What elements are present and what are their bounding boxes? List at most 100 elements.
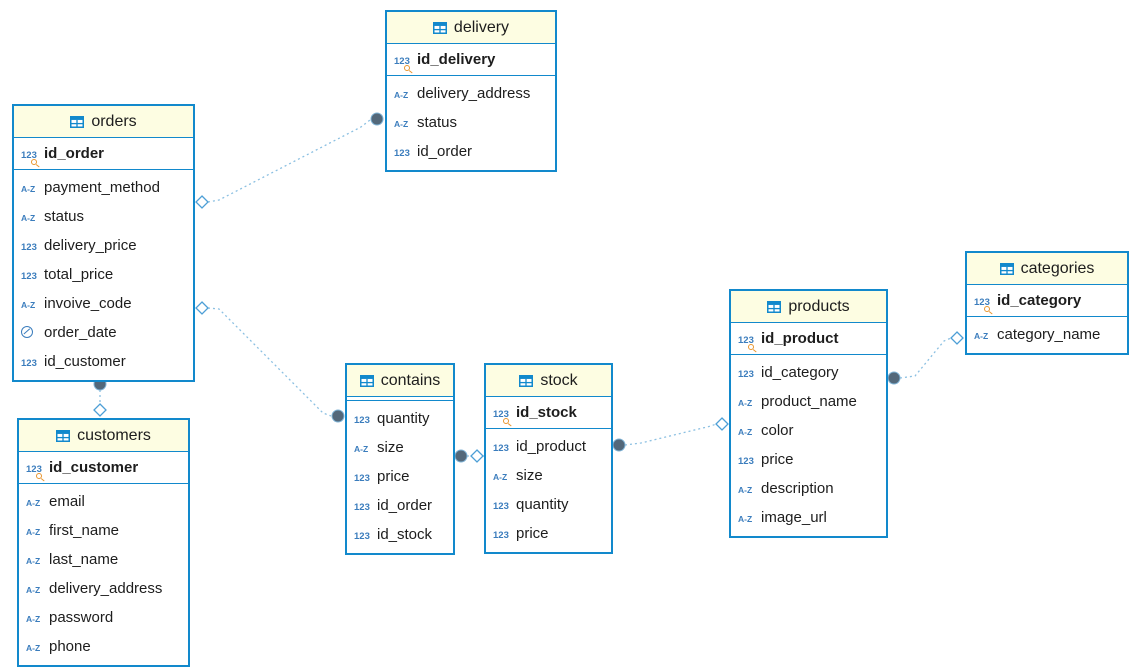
text-type-icon: A-Z [354, 444, 369, 454]
column-name: email [49, 493, 85, 510]
table-title: contains [380, 371, 441, 389]
column-row[interactable]: A-Z phone [19, 632, 188, 661]
table-header-delivery[interactable]: delivery [387, 12, 555, 44]
column-name: price [516, 525, 549, 542]
numeric-type-icon: 123 [21, 271, 37, 282]
column-row[interactable]: 123 quantity [347, 404, 453, 433]
relationship-orders-contains[interactable] [195, 301, 345, 423]
text-type-icon: A-Z [21, 300, 36, 310]
table-title: customers [77, 426, 151, 444]
relationship-orders-delivery[interactable] [195, 112, 384, 209]
column-row[interactable]: 123 id_category [967, 287, 1127, 314]
column-row[interactable]: A-Z status [387, 108, 555, 137]
column-row[interactable]: A-Z delivery_address [387, 79, 555, 108]
table-categories[interactable]: categories 123 id_category A-Z category_… [965, 251, 1129, 355]
numeric-type-icon: 123 [493, 443, 509, 454]
table-delivery[interactable]: delivery 123 id_delivery A-Z delivery_ad… [385, 10, 557, 172]
one-end-diamond-icon [195, 301, 209, 315]
primary-key-icon [404, 65, 410, 71]
numeric-type-icon: 123 [354, 415, 370, 426]
table-stock[interactable]: stock 123 id_stock 123 id_product A-Z si… [484, 363, 613, 554]
column-row[interactable]: 123 quantity [486, 490, 611, 519]
column-row[interactable]: order_date [14, 318, 193, 347]
text-type-icon: A-Z [394, 90, 409, 100]
table-title: orders [91, 112, 137, 130]
column-row[interactable]: A-Z status [14, 202, 193, 231]
one-end-diamond-icon [950, 331, 964, 345]
column-row[interactable]: A-Z category_name [967, 320, 1127, 349]
column-row[interactable]: 123 delivery_price [14, 231, 193, 260]
column-name: delivery_price [44, 237, 137, 254]
column-row[interactable]: 123 id_order [14, 140, 193, 167]
relationship-stock-products[interactable] [612, 417, 729, 452]
column-row[interactable]: A-Z size [347, 433, 453, 462]
table-contains[interactable]: contains 123 quantity A-Z size 123 price… [345, 363, 455, 555]
numeric-type-icon: 123 [21, 242, 37, 253]
column-row[interactable]: A-Z password [19, 603, 188, 632]
column-row[interactable]: 123 id_product [486, 432, 611, 461]
relationship-products-categories[interactable] [887, 331, 964, 385]
many-end-circle-icon [612, 438, 626, 452]
column-row[interactable]: 123 id_customer [14, 347, 193, 376]
column-row[interactable]: A-Z image_url [731, 503, 886, 532]
column-row[interactable]: 123 price [347, 462, 453, 491]
table-header-categories[interactable]: categories [967, 253, 1127, 285]
column-row[interactable]: 123 id_category [731, 358, 886, 387]
text-type-icon: A-Z [26, 527, 41, 537]
column-name: quantity [377, 410, 430, 427]
column-row[interactable]: 123 id_order [347, 491, 453, 520]
column-name: id_product [761, 330, 839, 347]
text-type-icon: A-Z [26, 556, 41, 566]
column-row[interactable]: 123 total_price [14, 260, 193, 289]
column-row[interactable]: A-Z color [731, 416, 886, 445]
column-row[interactable]: 123 id_stock [486, 399, 611, 426]
table-header-stock[interactable]: stock [486, 365, 611, 397]
column-row[interactable]: A-Z invoive_code [14, 289, 193, 318]
column-name: id_order [377, 497, 433, 514]
column-row[interactable]: A-Z last_name [19, 545, 188, 574]
column-name: total_price [44, 266, 114, 283]
table-header-contains[interactable]: contains [347, 365, 453, 397]
column-name: id_customer [44, 353, 126, 370]
column-row[interactable]: A-Z first_name [19, 516, 188, 545]
table-header-customers[interactable]: customers [19, 420, 188, 452]
column-row[interactable]: A-Z size [486, 461, 611, 490]
relationship-orders-customers[interactable] [93, 377, 107, 417]
table-products[interactable]: products 123 id_product 123 id_category … [729, 289, 888, 538]
many-end-circle-icon [331, 409, 345, 423]
text-type-icon: A-Z [21, 213, 36, 223]
column-row[interactable]: 123 id_order [387, 137, 555, 166]
column-row[interactable]: A-Z payment_method [14, 173, 193, 202]
column-row[interactable]: A-Z delivery_address [19, 574, 188, 603]
table-orders[interactable]: orders 123 id_order A-Z payment_method A… [12, 104, 195, 382]
numeric-type-icon: 123 [21, 358, 37, 369]
column-row[interactable]: 123 price [731, 445, 886, 474]
column-name: id_customer [49, 459, 139, 476]
table-title: categories [1020, 259, 1095, 277]
column-row[interactable]: 123 price [486, 519, 611, 548]
column-name: delivery_address [417, 85, 531, 102]
column-row[interactable]: A-Z product_name [731, 387, 886, 416]
column-name: phone [49, 638, 91, 655]
numeric-type-icon: 123 [738, 335, 754, 346]
table-header-products[interactable]: products [731, 291, 886, 323]
column-row[interactable]: A-Z description [731, 474, 886, 503]
column-row[interactable]: A-Z email [19, 487, 188, 516]
datetime-icon [21, 326, 33, 338]
numeric-type-icon: 123 [21, 150, 37, 161]
primary-key-icon [748, 344, 754, 350]
table-icon [359, 374, 374, 387]
table-header-orders[interactable]: orders [14, 106, 193, 138]
relationship-contains-stock[interactable] [454, 449, 485, 463]
table-customers[interactable]: customers 123 id_customer A-Z email A-Z … [17, 418, 190, 667]
column-name: id_category [997, 292, 1082, 309]
column-name: order_date [44, 324, 117, 341]
numeric-type-icon: 123 [354, 531, 370, 542]
text-type-icon: A-Z [974, 331, 989, 341]
column-row[interactable]: 123 id_customer [19, 454, 188, 481]
numeric-type-icon: 123 [974, 297, 990, 308]
column-row[interactable]: 123 id_stock [347, 520, 453, 549]
primary-key-icon [503, 418, 509, 424]
column-row[interactable]: 123 id_product [731, 325, 886, 352]
column-row[interactable]: 123 id_delivery [387, 46, 555, 73]
